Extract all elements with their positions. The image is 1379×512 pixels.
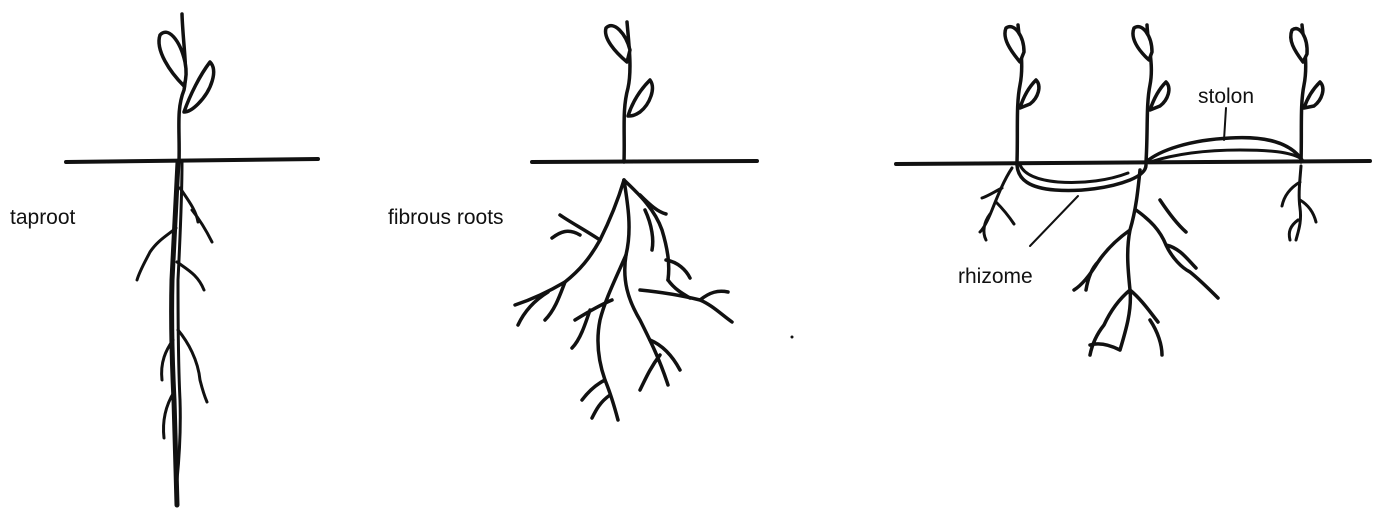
fibrous-root	[640, 195, 666, 250]
taproot-lateral-root	[177, 262, 204, 290]
shoot-1-leaf	[1005, 27, 1024, 62]
leader-line-rhizome	[1030, 196, 1078, 246]
taproot-leaf-2	[184, 62, 214, 112]
fibrous-roots-plant	[515, 22, 757, 420]
ground-line-rhizome	[896, 161, 1370, 164]
taproot-plant	[66, 14, 318, 505]
ground-line-fibrous	[532, 161, 757, 162]
shoot-2-roots	[1074, 170, 1218, 355]
fibrous-leaf-2	[628, 80, 652, 116]
taproot-lateral-root	[180, 188, 212, 242]
shoot-2-leaf	[1150, 82, 1169, 110]
stray-mark	[791, 336, 794, 339]
label-rhizome: rhizome	[958, 265, 1033, 288]
rhizome-stolon-plants	[896, 25, 1370, 355]
shoot-3-leaf	[1304, 82, 1323, 108]
label-fibrous-roots: fibrous roots	[388, 206, 504, 229]
fibrous-root	[598, 255, 626, 420]
shoot-1-leaf	[1020, 80, 1039, 108]
leader-line-stolon	[1224, 108, 1226, 140]
fibrous-root	[572, 300, 612, 348]
fibrous-root	[552, 215, 600, 240]
label-stolon: stolon	[1198, 85, 1254, 108]
shoot-1-roots	[980, 168, 1014, 240]
taproot-lateral-root	[178, 330, 207, 402]
shoot-3-leaf	[1291, 29, 1307, 62]
fibrous-root	[515, 180, 624, 305]
ground-line-taproot	[66, 159, 318, 162]
fibrous-root	[518, 282, 565, 325]
taproot-stem	[179, 14, 186, 162]
label-taproot: taproot	[10, 206, 76, 229]
shoot-3-roots	[1282, 166, 1316, 240]
